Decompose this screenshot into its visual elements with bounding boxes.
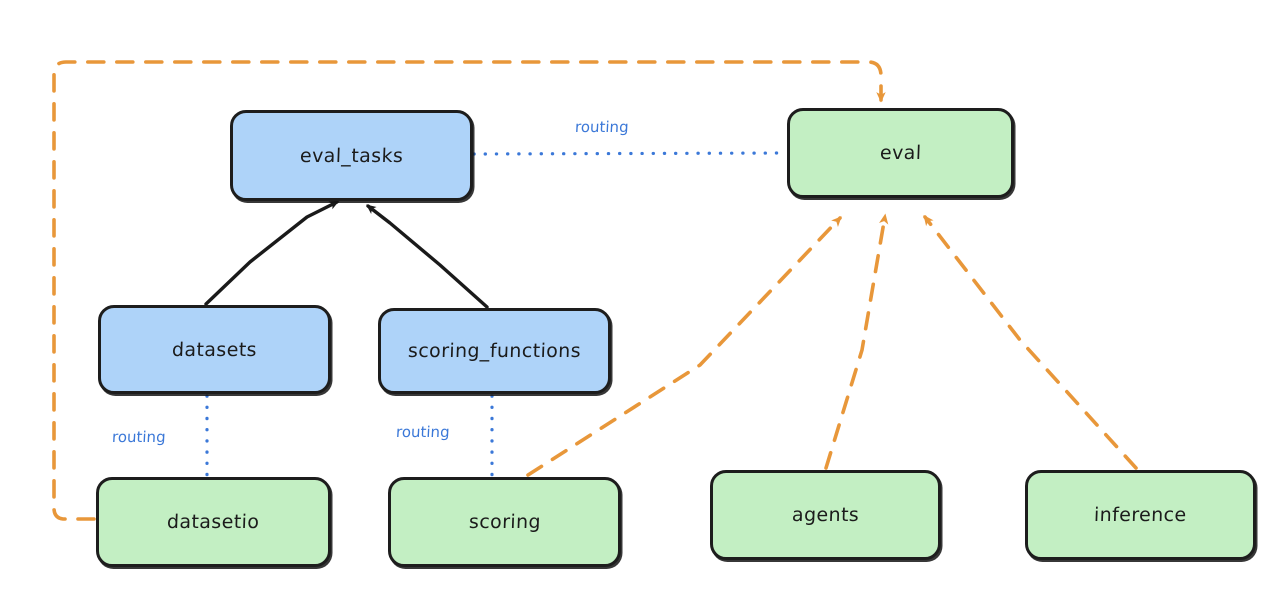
node-label: datasets — [171, 338, 258, 361]
node-label: eval — [879, 142, 922, 164]
edge-inference-to-eval — [923, 215, 1138, 470]
edge-label-routing-scoring-functions-scoring: routing — [395, 423, 451, 441]
node-agents[interactable]: agents — [710, 470, 941, 560]
node-inference[interactable]: inference — [1025, 470, 1256, 560]
edge-agents-to-eval — [824, 213, 889, 470]
node-label: datasetio — [166, 511, 261, 533]
node-scoring-functions[interactable]: scoring_functions — [378, 308, 611, 394]
node-datasets[interactable]: datasets — [98, 305, 331, 394]
node-scoring[interactable]: scoring — [388, 477, 621, 567]
node-label: scoring_functions — [407, 340, 582, 362]
node-label: eval_tasks — [299, 144, 404, 167]
edge-eval-tasks-to-eval — [472, 151, 786, 156]
node-eval[interactable]: eval — [787, 108, 1014, 198]
edge-datasets-to-eval-tasks — [204, 200, 340, 306]
edge-scoring-functions-to-eval-tasks — [366, 204, 489, 309]
edge-label-routing-eval-tasks-eval: routing — [574, 118, 630, 136]
node-label: agents — [791, 504, 860, 526]
node-label: scoring — [468, 511, 541, 533]
node-label: inference — [1093, 504, 1188, 526]
node-datasetio[interactable]: datasetio — [96, 477, 331, 567]
node-eval-tasks[interactable]: eval_tasks — [230, 110, 473, 201]
edge-label-routing-datasets-datasetio: routing — [111, 428, 167, 446]
